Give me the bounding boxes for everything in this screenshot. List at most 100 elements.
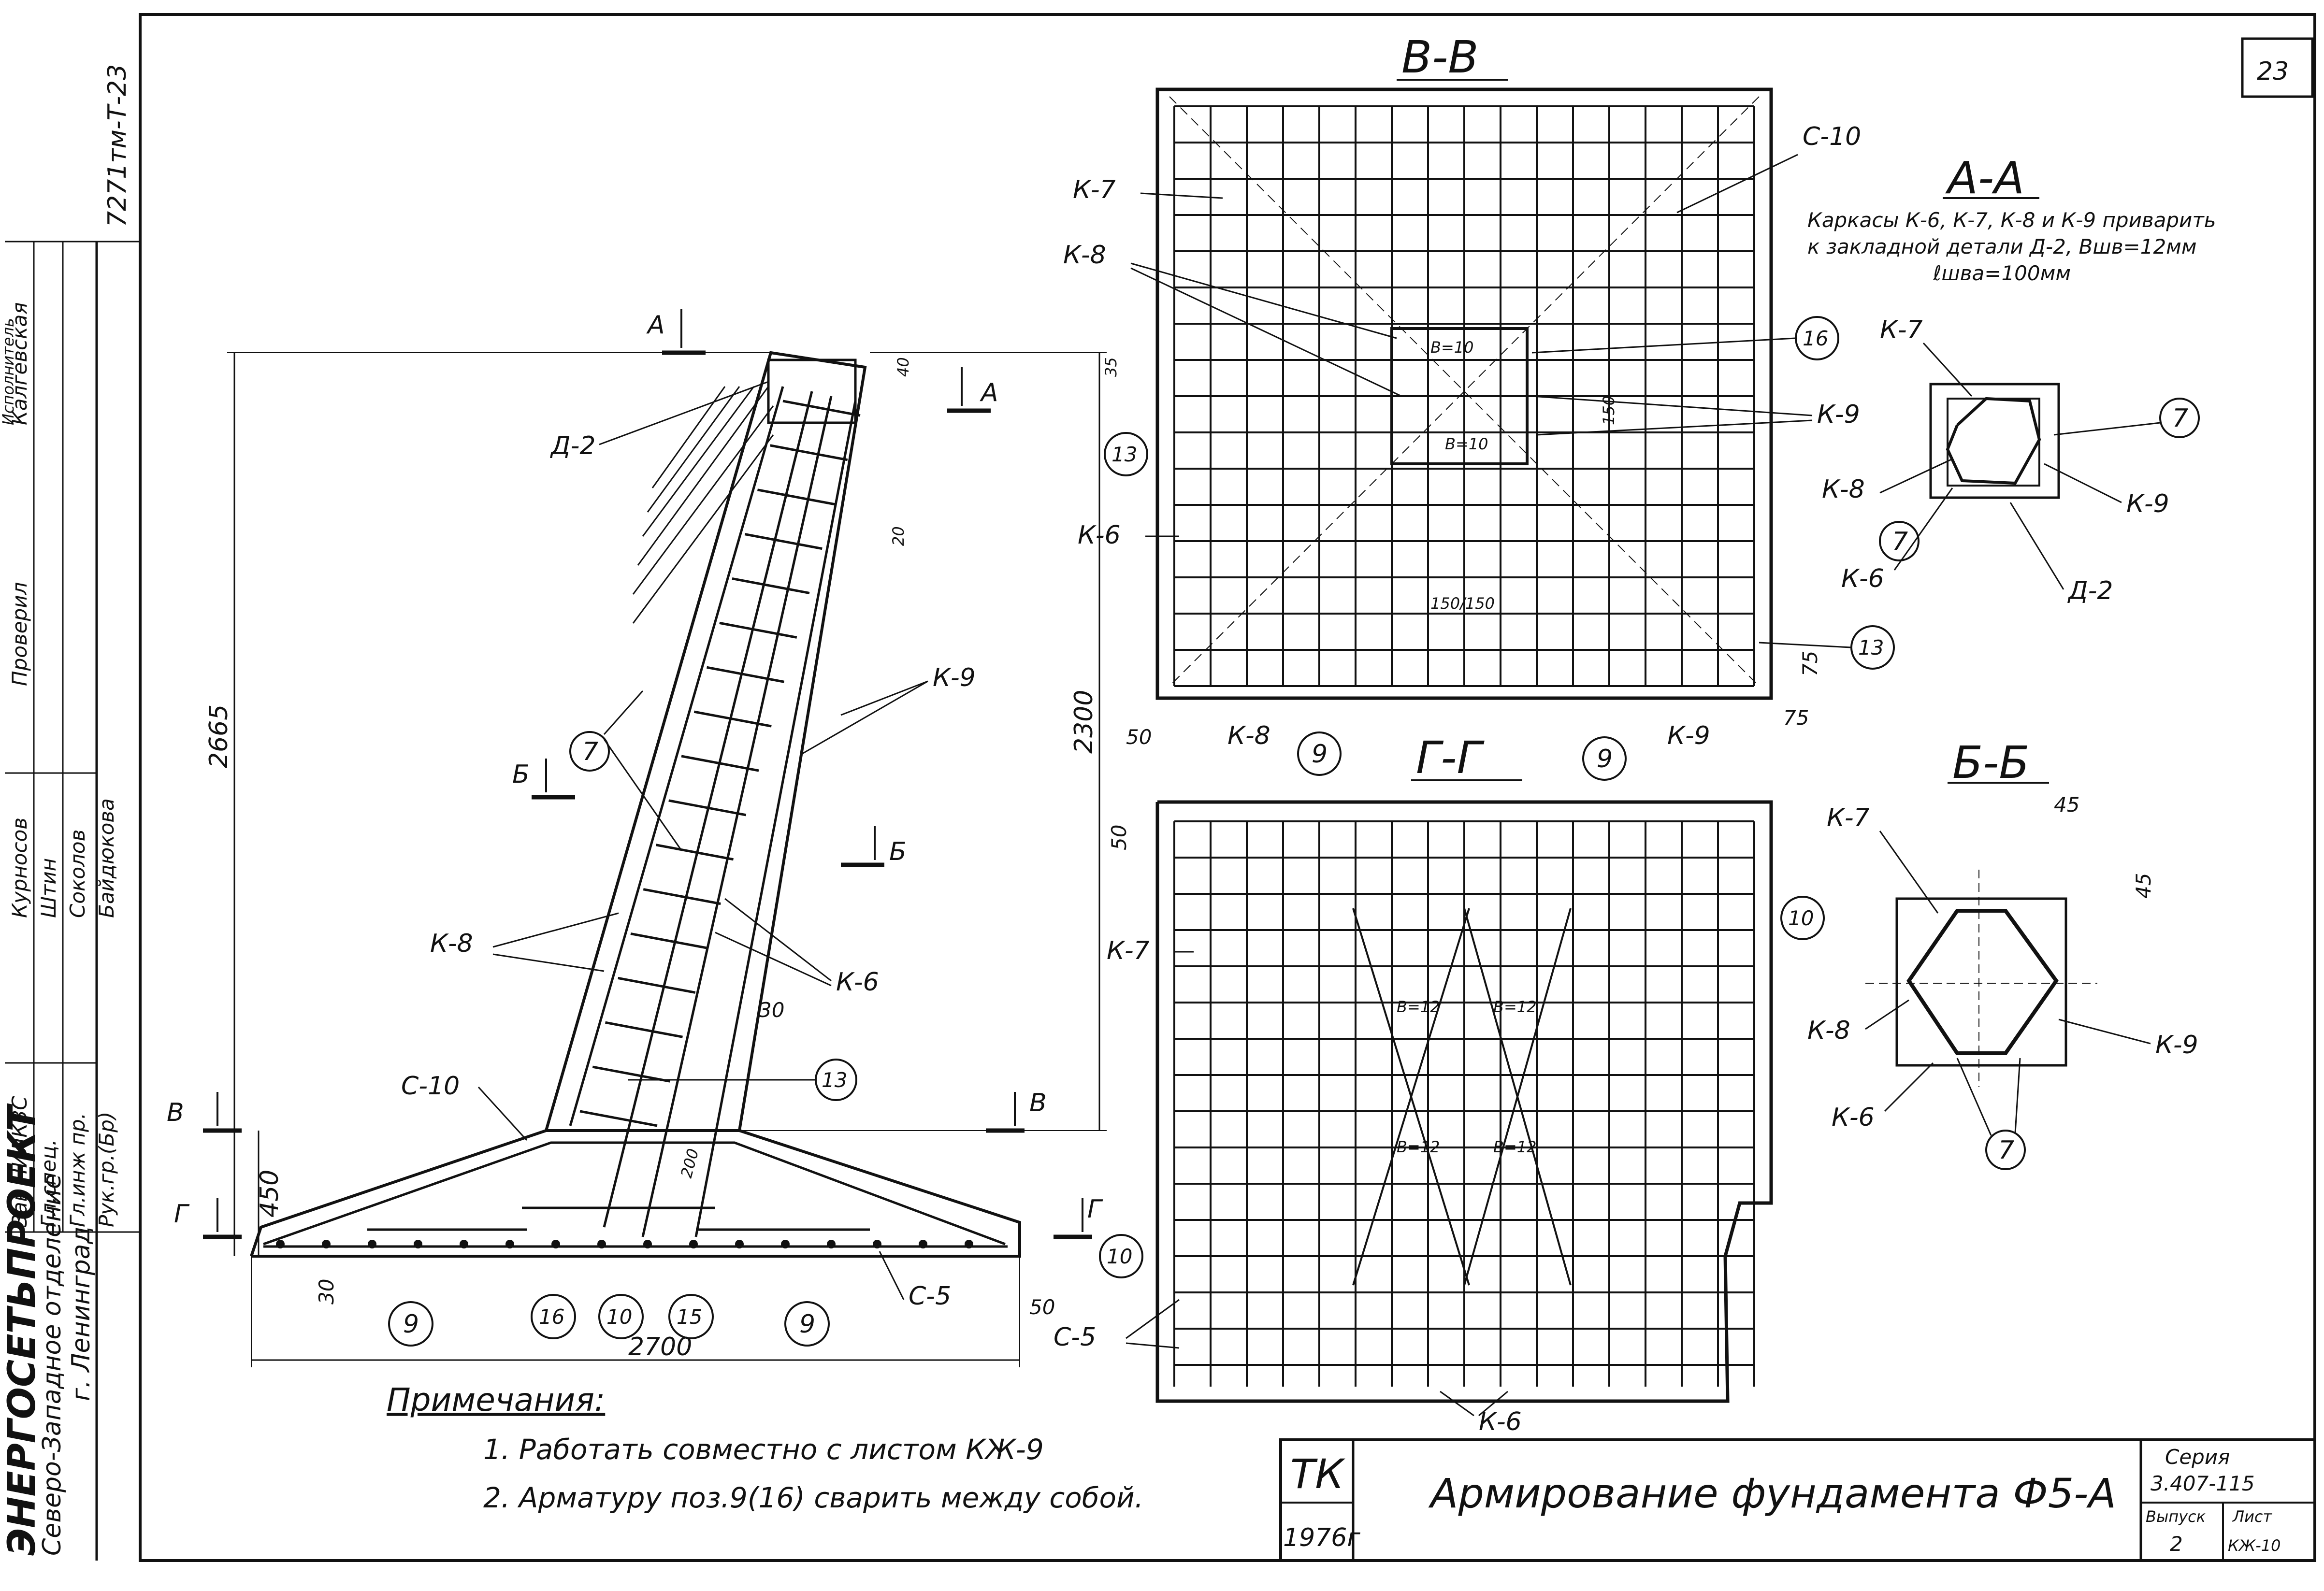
label-k9-aa: К-9 [2126, 489, 2169, 518]
gg-dim-50-side: 50 [1107, 825, 1131, 850]
mark-9-elev-right: 9 [784, 1301, 830, 1347]
base-rebar-dots [276, 1240, 973, 1248]
sheet-number-box [2241, 37, 2314, 98]
section-aa-title: А-А [1945, 152, 2024, 204]
section-vv-outline [1155, 87, 1773, 700]
section-gg-outline [1155, 800, 1773, 1403]
rebar-dot [551, 1240, 560, 1248]
cage-bar [641, 396, 833, 1237]
dim-40: 40 [894, 357, 912, 377]
stamp-top-role: Исполнитель [0, 318, 17, 425]
mark-15-elev: 15 [668, 1294, 714, 1339]
sheet-number: 23 [2257, 57, 2289, 86]
drawing-title: Армирование фундамента Ф5-А [1428, 1470, 2116, 1517]
rebar-dot [322, 1240, 331, 1248]
vv-b10-bottom: В=10 [1445, 435, 1488, 453]
mark-7-aa-left: 7 [1879, 521, 1920, 561]
embedded-plate-d2 [767, 358, 857, 424]
year-label: 1976г [1283, 1523, 1360, 1552]
mark-13-elev: 13 [628, 1059, 857, 1101]
rebar-dot [505, 1240, 514, 1248]
stirrup [656, 844, 734, 861]
stirrup [782, 400, 861, 417]
svg-text:13: 13 [1858, 636, 1884, 659]
rebar-dot [919, 1240, 927, 1248]
tk-label: ТК [1290, 1450, 1345, 1498]
label-d2: Д-2 [550, 431, 595, 460]
stem-cage [569, 386, 857, 1237]
note-2: 2. Арматуру поз.9(16) сварить между собо… [483, 1481, 1143, 1514]
stamp-name-4: Байдюкова [95, 798, 118, 918]
svg-text:Г: Г [174, 1200, 190, 1229]
vv-b10-top: В=10 [1430, 338, 1473, 357]
label-k8-bb: К-8 [1807, 1016, 1850, 1045]
label-k8-elev: К-8 [430, 929, 473, 958]
label-k8-gg: К-8 [1227, 721, 1270, 750]
mark-7-aa-right: 7 [2053, 398, 2200, 438]
stirrup [744, 533, 823, 550]
dim-30-stem: 30 [759, 998, 784, 1022]
sheet-frame [139, 13, 2316, 1562]
label-c10-vv: С-10 [1803, 122, 1861, 151]
cage-bar [603, 391, 813, 1228]
stirrup [630, 932, 708, 949]
gg-b12-3: В=12 [1397, 1138, 1440, 1156]
label-k9-vv: К-9 [1817, 400, 1860, 429]
series-value: 3.407-115 [2151, 1472, 2255, 1495]
stamp-role-4: Рук.гр.(Бр) [95, 1112, 118, 1227]
mark-16-elev: 16 [531, 1294, 576, 1339]
svg-text:10: 10 [1788, 906, 1814, 930]
bb-dim-45-top: 45 [2054, 793, 2079, 817]
svg-text:В: В [1029, 1089, 1047, 1118]
vv-rebar-grid [1173, 105, 1755, 687]
label-k9-aa-top: К-9 [1817, 400, 1860, 429]
stamp-role-1: Зав НИЛКЗС [8, 1096, 31, 1227]
title-block: ТК 1976г Армирование фундамента Ф5-А Сер… [1279, 1438, 2316, 1562]
stirrup [618, 976, 696, 994]
svg-text:16: 16 [539, 1305, 564, 1329]
aa-note-1: Каркасы К-6, К-7, К-8 и К-9 приварить [1807, 208, 2216, 232]
svg-text:9: 9 [1312, 740, 1328, 769]
mark-13-vv-right: 13 [1759, 625, 1895, 670]
base-rebar-c10 [263, 1141, 1006, 1246]
svg-text:7: 7 [582, 737, 598, 766]
vv-150-vert: 150 [1600, 396, 1618, 425]
issue-label: Выпуск [2146, 1507, 2206, 1526]
project-code: 7271тм-Т-23 [103, 64, 132, 227]
rebar-dot [414, 1240, 422, 1248]
rebar-dot [735, 1240, 744, 1248]
rebar-dot [368, 1240, 376, 1248]
svg-text:Б: Б [889, 837, 907, 866]
hatch-area [632, 386, 774, 624]
org-name: ЭНЕРГОСЕТЬПРОЕКТ [0, 1103, 44, 1556]
left-title-strip: 7271тм-Т-23 ЭНЕРГОСЕТЬПРОЕКТ Северо-Запа… [0, 64, 140, 1561]
svg-text:13: 13 [1111, 443, 1137, 466]
list-value: КЖ-10 [2228, 1536, 2281, 1555]
note-1: 1. Работать совместно с листом КЖ-9 [483, 1433, 1044, 1466]
label-c5-gg: С-5 [1054, 1323, 1096, 1352]
rebar-dot [643, 1240, 652, 1248]
vv-dim-75-b: 75 [1783, 706, 1809, 730]
label-k7-bb: К-7 [1827, 803, 1870, 832]
label-k9-elev: К-9 [933, 663, 976, 692]
label-c10-elev: С-10 [401, 1072, 460, 1101]
rebar-dot [781, 1240, 790, 1248]
section-aa: А-А Каркасы К-6, К-7, К-8 и К-9 приварит… [1807, 152, 2216, 605]
label-k6-gg: К-6 [1479, 1407, 1522, 1436]
svg-text:В: В [167, 1098, 184, 1127]
stirrup [707, 666, 784, 683]
stamp-role-2: Гл.спец. [37, 1139, 60, 1227]
label-d2-aa: Д-2 [2067, 576, 2113, 605]
label-k6-bb: К-6 [1832, 1103, 1875, 1132]
gg-b12-1: В=12 [1397, 998, 1440, 1016]
bb-cage [1906, 909, 2059, 1055]
rebar-dot [873, 1240, 881, 1248]
stirrup [732, 577, 810, 594]
issue-value: 2 [2170, 1532, 2183, 1556]
section-bb: Б-Б К-7 К-8 К-9 К-6 45 45 7 [1807, 737, 2198, 1170]
stamp-checker-role: Проверил [8, 582, 31, 686]
rebar-dot [827, 1240, 836, 1248]
svg-text:9: 9 [799, 1310, 815, 1339]
dim-2665: 2665 [204, 704, 233, 768]
notes-heading: Примечания: [387, 1381, 605, 1419]
